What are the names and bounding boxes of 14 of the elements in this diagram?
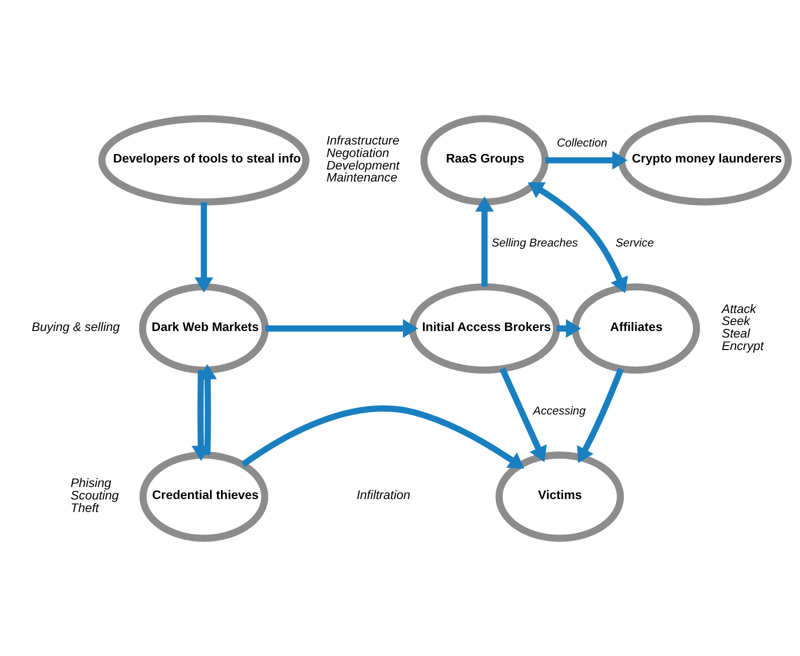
node-label: Attack — [722, 301, 756, 316]
node-label: Phising — [70, 476, 112, 490]
edge-label: Service — [616, 237, 654, 250]
node-label: Negotiation — [326, 145, 390, 160]
edge-label: Collection — [556, 137, 608, 149]
node-label: Theft — [70, 500, 99, 514]
node-label: Infrastructure — [326, 133, 400, 148]
node-label: Buying & selling — [32, 319, 120, 334]
label: Infiltration — [356, 488, 410, 502]
node-label: Seek — [722, 314, 750, 328]
node-label: Steal — [722, 326, 750, 340]
edge-label: Accessing — [533, 405, 586, 418]
node-label: Encrypt — [722, 338, 764, 352]
edge-label: Selling Breaches — [492, 237, 578, 250]
